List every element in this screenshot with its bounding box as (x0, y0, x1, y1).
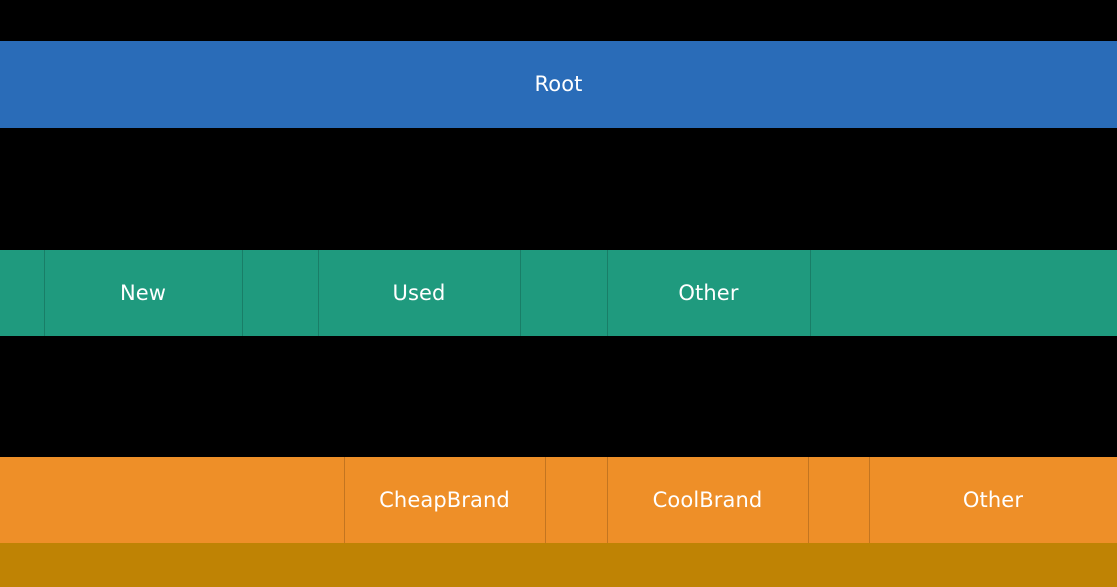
node-separator (810, 250, 811, 336)
node-separator (520, 250, 521, 336)
node-separator (545, 457, 546, 543)
node-label: Other (678, 280, 739, 305)
node-separator (318, 250, 319, 336)
node-separator (44, 250, 45, 336)
node-other[interactable]: Other (607, 250, 810, 336)
node-unlabeled[interactable] (810, 250, 1117, 336)
node-label: CheapBrand (379, 487, 510, 512)
node-separator (344, 457, 345, 543)
node-unlabeled[interactable] (242, 250, 318, 336)
node-cheapbrand[interactable]: CheapBrand (344, 457, 545, 543)
node-unlabeled[interactable] (0, 250, 44, 336)
node-separator (607, 457, 608, 543)
node-unlabeled[interactable] (0, 457, 344, 543)
node-label: CoolBrand (652, 487, 763, 512)
node-separator (607, 250, 608, 336)
node-label: Used (392, 280, 446, 305)
node-root[interactable]: Root (0, 41, 1117, 128)
node-label: Root (534, 72, 583, 96)
node-separator (242, 250, 243, 336)
node-label: Other (962, 487, 1024, 512)
node-used[interactable]: Used (318, 250, 520, 336)
node-label: New (119, 280, 167, 305)
node-separator (808, 457, 809, 543)
node-new[interactable]: New (44, 250, 242, 336)
node-unlabeled[interactable] (0, 543, 1117, 587)
chart-level-brand-level: CheapBrand CoolBrand Other (0, 457, 1117, 543)
node-unlabeled[interactable] (520, 250, 607, 336)
node-coolbrand[interactable]: CoolBrand (607, 457, 808, 543)
chart-level-root-level: Root (0, 41, 1117, 128)
node-separator (869, 457, 870, 543)
chart-level-condition-level: New Used Other (0, 250, 1117, 336)
node-unlabeled[interactable] (808, 457, 869, 543)
chart-level-leaf-level (0, 543, 1117, 587)
node-other[interactable]: Other (869, 457, 1117, 543)
node-unlabeled[interactable] (545, 457, 607, 543)
